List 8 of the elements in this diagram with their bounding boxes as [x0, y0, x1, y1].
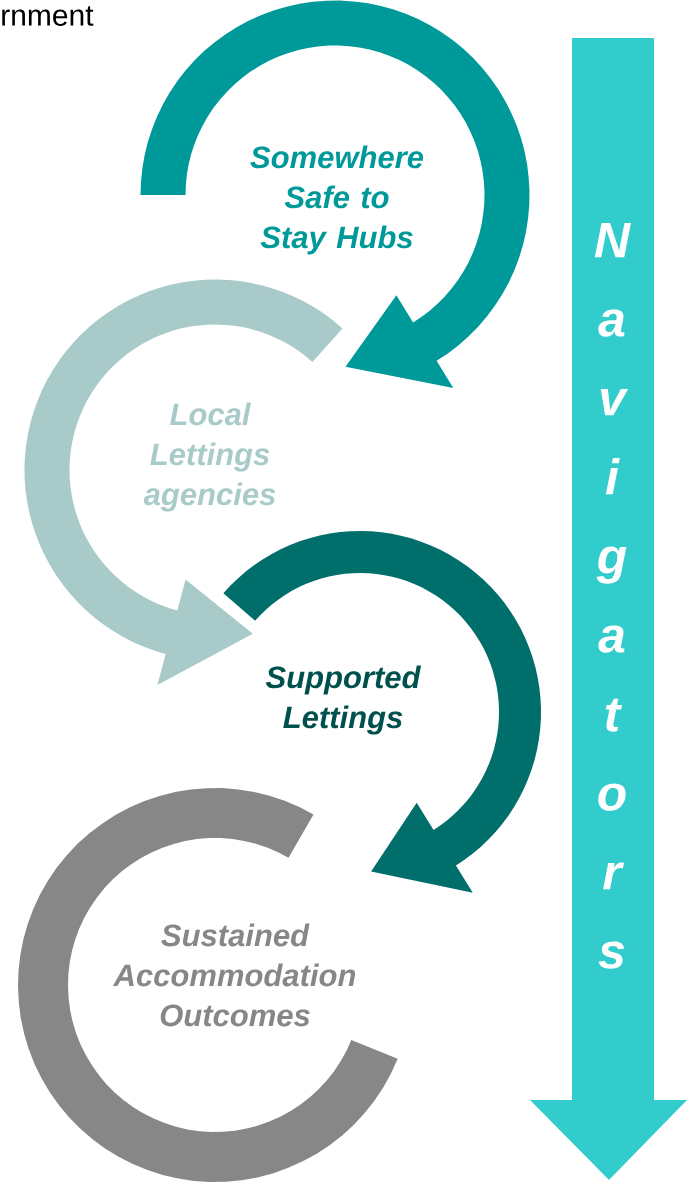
curved-arrow [140, 0, 530, 389]
curved-arrow [24, 279, 343, 685]
caption-text: Supported Lettings [265, 665, 422, 735]
caption-text: Local Lettings agencies [143, 402, 276, 512]
caption-text: Somewhere Safe to Stay Hubs [250, 145, 424, 255]
heading-fragment: rnment [2, 6, 94, 26]
ring-with-text: Sustained Accommodation Outcomes [18, 788, 398, 1182]
curved-arrow [223, 531, 541, 893]
